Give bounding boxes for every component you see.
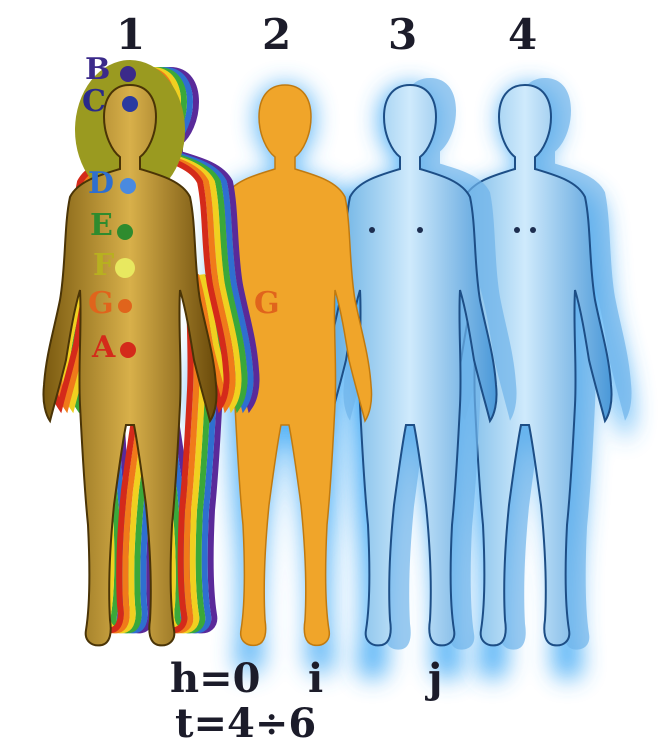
- chakra-dot-a: [120, 342, 136, 358]
- chakra-dot-c: [122, 96, 138, 112]
- figure-number-2: 2: [262, 10, 291, 59]
- chakra-label-e: E: [90, 208, 113, 243]
- chakra-label-c: C: [82, 84, 106, 119]
- chakra-label-a: A: [92, 330, 115, 365]
- chakra-dot-e: [117, 224, 133, 240]
- body2-label-g: G: [254, 286, 280, 321]
- chakra-label-f: F: [93, 248, 114, 283]
- label-t: t=4÷6: [175, 700, 316, 747]
- label-h: h=0: [170, 655, 260, 702]
- figure-number-4: 4: [508, 10, 537, 59]
- chakra-label-d: D: [88, 166, 114, 201]
- chakra-dot-d: [120, 178, 136, 194]
- figure-number-3: 3: [388, 10, 417, 59]
- chakra-dot-g: [118, 299, 132, 313]
- chakra-dot-b: [120, 66, 136, 82]
- chakra-label-g: G: [88, 286, 114, 321]
- chakra-label-b: B: [85, 52, 110, 87]
- chakra-dot-f: [115, 258, 135, 278]
- label-j: j: [428, 655, 442, 702]
- label-i: i: [308, 655, 323, 702]
- figure-number-1: 1: [116, 10, 145, 59]
